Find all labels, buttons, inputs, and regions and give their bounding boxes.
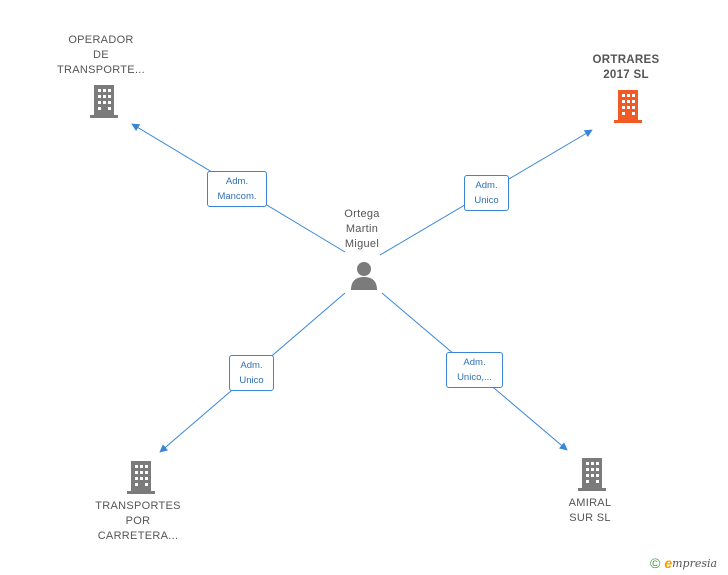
building-icon[interactable] [125, 459, 157, 495]
role-badge-operador[interactable]: Adm. Mancom. [207, 171, 267, 207]
building-icon[interactable] [88, 83, 120, 119]
footer-brand: © e mpresia [650, 555, 717, 571]
role-badge-amiral[interactable]: Adm. Unico,... [446, 352, 503, 388]
building-icon[interactable] [612, 88, 644, 124]
building-icon[interactable] [576, 456, 608, 492]
company-name-ortrares[interactable]: ORTRARES 2017 SL [592, 54, 660, 81]
company-name-amiral[interactable]: AMIRAL SUR SL [568, 497, 612, 524]
role-badge-ortrares[interactable]: Adm. Unico [464, 175, 509, 211]
person-icon[interactable] [349, 260, 379, 292]
brand-logo-text: mpresia [672, 556, 718, 570]
role-badge-transportes[interactable]: Adm. Unico [229, 355, 274, 391]
company-name-transportes[interactable]: TRANSPORTES POR CARRETERA... [95, 500, 181, 542]
person-name[interactable]: Ortega Martin Miguel [344, 208, 380, 250]
company-name-operador[interactable]: OPERADOR DE TRANSPORTE... [56, 34, 146, 76]
copyright-icon: © [650, 555, 661, 571]
brand-logo-initial: e [664, 555, 673, 571]
